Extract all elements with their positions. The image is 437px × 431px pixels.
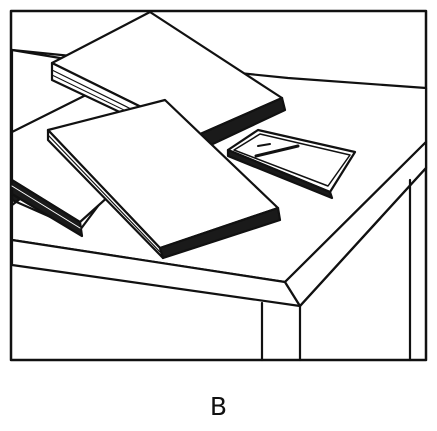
book-front [46,98,282,260]
phone [226,128,357,200]
caption-label: B [209,392,228,421]
